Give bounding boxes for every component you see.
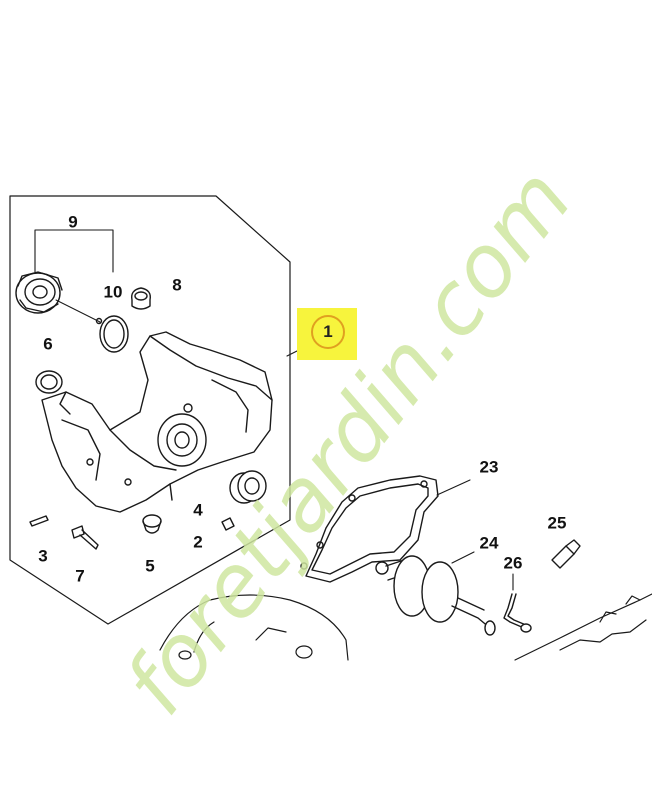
label-4[interactable]: 4 xyxy=(193,500,203,520)
part-25-drawing xyxy=(551,539,581,569)
part-2-drawing xyxy=(221,517,235,531)
leader-23 xyxy=(436,479,471,496)
part-3-drawing xyxy=(29,515,49,527)
callout-1-label: 1 xyxy=(323,322,333,341)
part-23-drawing xyxy=(300,475,439,583)
part-4-drawing xyxy=(229,470,267,504)
leader-24 xyxy=(451,551,475,564)
part-1-drawing xyxy=(41,331,273,513)
part-8-drawing xyxy=(131,287,151,310)
part-10-drawing xyxy=(99,315,129,353)
part-7-drawing xyxy=(71,525,99,550)
group-frame xyxy=(9,195,291,625)
label-26[interactable]: 26 xyxy=(503,553,523,573)
part-24-drawing xyxy=(375,555,496,636)
part-5-drawing xyxy=(142,514,162,534)
callout-1[interactable]: 1 xyxy=(311,315,345,349)
part-26-drawing xyxy=(503,593,532,633)
label-25[interactable]: 25 xyxy=(547,513,567,533)
label-7[interactable]: 7 xyxy=(75,566,85,586)
label-9[interactable]: 9 xyxy=(68,212,78,232)
label-2[interactable]: 2 xyxy=(193,532,203,552)
label-10[interactable]: 10 xyxy=(103,282,123,302)
part-6-drawing xyxy=(35,370,63,394)
label-23[interactable]: 23 xyxy=(479,457,499,477)
label-5[interactable]: 5 xyxy=(145,556,155,576)
label-6[interactable]: 6 xyxy=(43,334,53,354)
label-8[interactable]: 8 xyxy=(172,275,182,295)
partial-view-bottom xyxy=(159,593,652,661)
leader-9 xyxy=(34,229,114,273)
label-24[interactable]: 24 xyxy=(479,533,499,553)
label-3[interactable]: 3 xyxy=(38,546,48,566)
part-9-drawing xyxy=(15,271,103,325)
